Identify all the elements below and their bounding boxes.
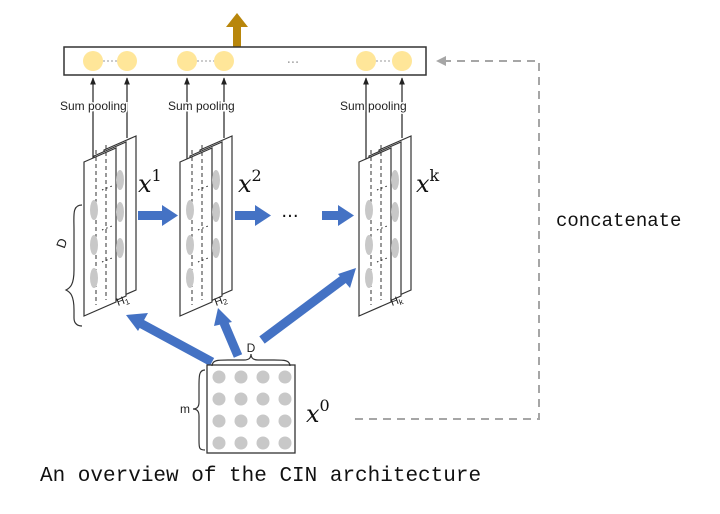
left-brace [192, 369, 206, 451]
layer-transition-arrows [138, 205, 354, 226]
sum-pooling-label-2: Sum pooling [168, 99, 235, 113]
sum-pooling-arrows [90, 77, 405, 165]
feature-map-stack-k [358, 135, 412, 317]
layer-label-k: xk [416, 166, 440, 198]
output-ellipsis: ··· [287, 56, 299, 71]
h-label-2: H2 [213, 293, 230, 310]
input-matrix [206, 364, 296, 454]
side-dimension-brace [64, 204, 83, 327]
top-brace [211, 353, 291, 367]
layer-label-1: x1 [138, 166, 162, 198]
sum-pooling-label-1: Sum pooling [60, 99, 127, 113]
side-dimension-label: D [53, 236, 70, 250]
sum-pooling-label-k: Sum pooling [340, 99, 407, 113]
concatenate-dashed-link [355, 56, 540, 420]
feature-map-stack-1 [83, 135, 137, 317]
arrow-1-to-2 [138, 205, 178, 226]
diagram-caption: An overview of the CIN architecture [40, 465, 482, 488]
output-arrow [226, 13, 248, 48]
h-label-1: H1 [115, 293, 132, 310]
arrow-2-to-3 [235, 205, 271, 226]
feature-map-stack-2 [179, 135, 233, 317]
concatenate-label: concatenate [556, 210, 681, 232]
layer-ellipsis: ··· [281, 206, 298, 227]
input-arrows [137, 274, 348, 366]
dim-m-label: m [180, 402, 190, 416]
dim-D-label: D [247, 341, 256, 355]
input-label: x0 [306, 396, 330, 428]
output-units [83, 51, 412, 71]
arrow-to-k [322, 205, 354, 226]
layer-label-2: x2 [238, 166, 262, 198]
h-label-k: Hk [389, 293, 406, 310]
